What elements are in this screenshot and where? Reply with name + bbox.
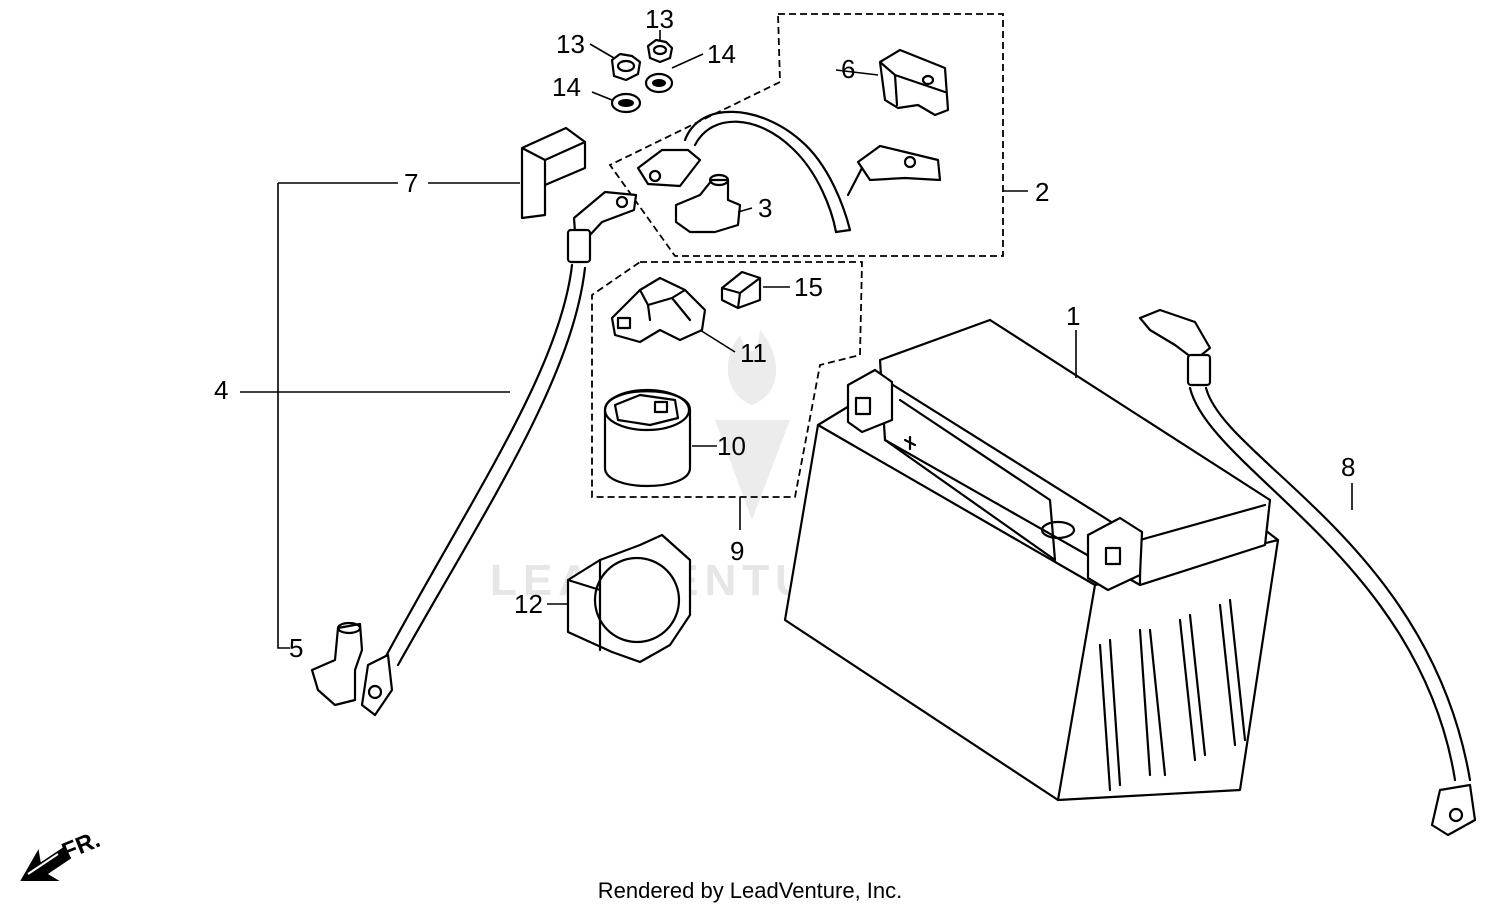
callout-4: 4 — [214, 375, 228, 405]
front-label: FR. — [58, 826, 104, 866]
nut-13-top — [646, 38, 674, 64]
callout-3: 3 — [758, 193, 772, 223]
nut-13-left — [610, 52, 642, 82]
callout-14-left: 14 — [552, 72, 581, 102]
leader-lines — [240, 30, 1353, 649]
cable-8 — [1138, 308, 1477, 837]
washer-14-left — [610, 92, 642, 114]
callout-13-left: 13 — [556, 29, 585, 59]
callout-9: 9 — [730, 536, 744, 566]
terminal-cap-5 — [310, 622, 364, 707]
callout-1: 1 — [1066, 301, 1080, 331]
assembly-outline-9 — [591, 261, 863, 498]
terminal-cover-7 — [520, 126, 587, 220]
callout-10: 10 — [717, 431, 746, 461]
callout-14-right: 14 — [707, 39, 736, 69]
assembly-outline-2 — [608, 13, 1004, 257]
fuse-15 — [720, 270, 762, 310]
callout-8: 8 — [1341, 452, 1355, 482]
callout-15: 15 — [794, 272, 823, 302]
callout-labels: 1 2 3 4 5 6 7 8 9 10 11 12 13 13 14 14 1… — [214, 4, 1355, 663]
cable-2 — [636, 110, 942, 234]
cable-4 — [360, 190, 638, 717]
front-direction-arrow: FR. — [20, 826, 104, 881]
terminal-cover-3 — [674, 178, 742, 234]
terminal-cover-6 — [878, 48, 950, 117]
relay-holder-11 — [610, 276, 707, 344]
callout-12: 12 — [514, 589, 543, 619]
callout-5: 5 — [289, 633, 303, 663]
starter-relay-10 — [603, 388, 692, 488]
callout-13-top: 13 — [645, 4, 674, 34]
cover-12 — [566, 533, 692, 664]
battery-1 — [783, 318, 1280, 802]
callout-7: 7 — [404, 168, 418, 198]
callout-2: 2 — [1035, 177, 1049, 207]
footer-credit: Rendered by LeadVenture, Inc. — [597, 878, 903, 903]
callout-11: 11 — [740, 338, 767, 368]
washer-14-right — [644, 72, 674, 94]
callout-6: 6 — [841, 54, 855, 84]
